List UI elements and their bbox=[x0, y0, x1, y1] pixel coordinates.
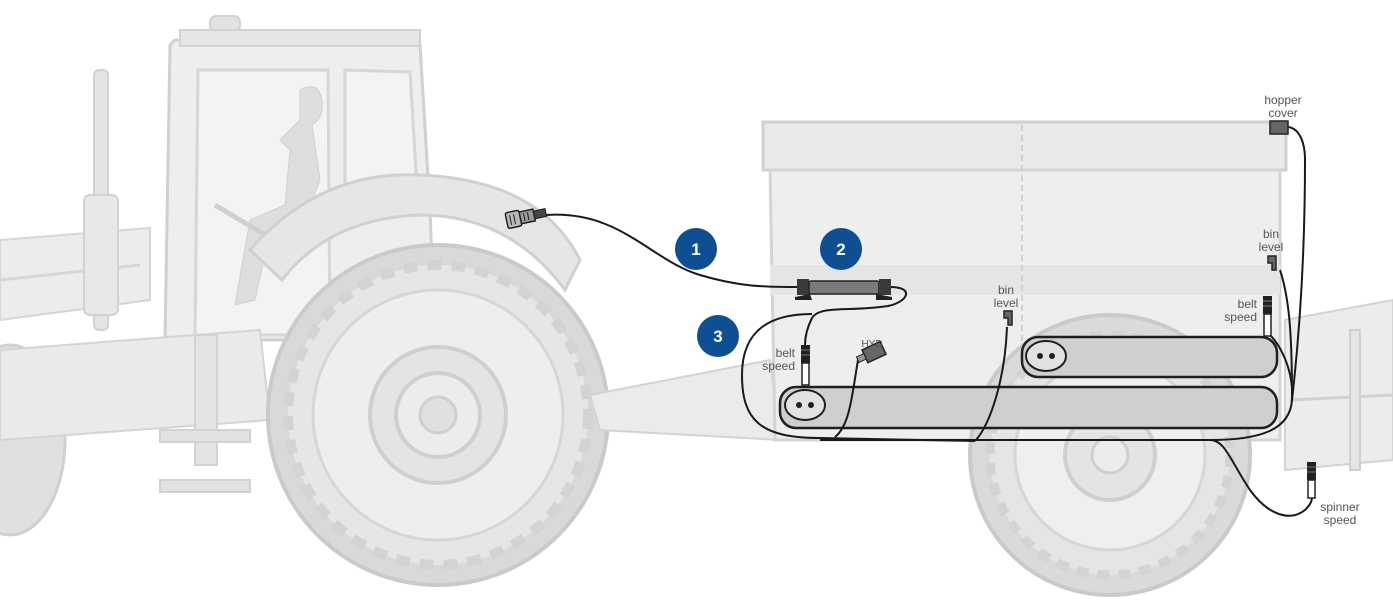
hopper-cover-sensor-icon[interactable] bbox=[1269, 120, 1289, 135]
badge-1-number: 1 bbox=[691, 240, 700, 259]
label-belt-speed-rear-line1: belt bbox=[1238, 297, 1258, 311]
badge-1: 1 bbox=[675, 228, 717, 270]
label-hopper-cover: hopper cover bbox=[1264, 93, 1301, 120]
lower-belt bbox=[778, 385, 1279, 430]
badge-1-circle bbox=[675, 228, 717, 270]
bin-level-sensor-icon[interactable] bbox=[1003, 310, 1013, 326]
harness-module-icon[interactable] bbox=[795, 279, 892, 300]
hyd-sensor-icon[interactable] bbox=[855, 340, 888, 367]
badge-2: 2 bbox=[820, 228, 862, 270]
label-spinner-speed: spinner speed bbox=[1320, 500, 1359, 527]
spinner-speed-sensor-icon[interactable] bbox=[1307, 462, 1316, 499]
bin-level-sensor-rear-icon[interactable] bbox=[1267, 255, 1277, 271]
label-belt-speed-rear: belt speed bbox=[1224, 297, 1257, 324]
wiring-harness bbox=[545, 126, 1313, 517]
upper-belt bbox=[1020, 335, 1279, 379]
label-hyd: HYD bbox=[861, 339, 882, 350]
label-belt-speed-front-line2: speed bbox=[762, 359, 795, 373]
label-belt-speed-front: belt speed bbox=[762, 346, 795, 373]
badge-2-circle bbox=[820, 228, 862, 270]
badge-2-number: 2 bbox=[836, 240, 845, 259]
label-spinner-speed-line2: speed bbox=[1324, 513, 1357, 527]
label-bin-level-mid: bin level bbox=[994, 283, 1019, 310]
label-bin-level-rear-line1: bin bbox=[1263, 227, 1279, 241]
tractor-connector-icon[interactable] bbox=[504, 205, 548, 230]
badge-3: 3 bbox=[697, 315, 739, 357]
belt-speed-sensor-icon[interactable] bbox=[801, 345, 810, 386]
tractor-illustration bbox=[0, 15, 610, 587]
label-belt-speed-rear-line2: speed bbox=[1224, 310, 1257, 324]
belt-speed-sensor-rear-icon[interactable] bbox=[1263, 296, 1272, 337]
label-bin-level-mid-line1: bin bbox=[998, 283, 1014, 297]
label-belt-speed-front-line1: belt bbox=[776, 346, 796, 360]
label-bin-level-mid-line2: level bbox=[994, 296, 1019, 310]
label-bin-level-rear: bin level bbox=[1259, 227, 1284, 254]
label-hopper-cover-line1: hopper bbox=[1264, 93, 1301, 107]
label-hopper-cover-line2: cover bbox=[1268, 106, 1297, 120]
label-bin-level-rear-line2: level bbox=[1259, 240, 1284, 254]
tractor-rear-tire bbox=[266, 243, 610, 587]
label-spinner-speed-line1: spinner bbox=[1320, 500, 1359, 514]
badge-3-circle bbox=[697, 315, 739, 357]
badge-3-number: 3 bbox=[713, 327, 722, 346]
